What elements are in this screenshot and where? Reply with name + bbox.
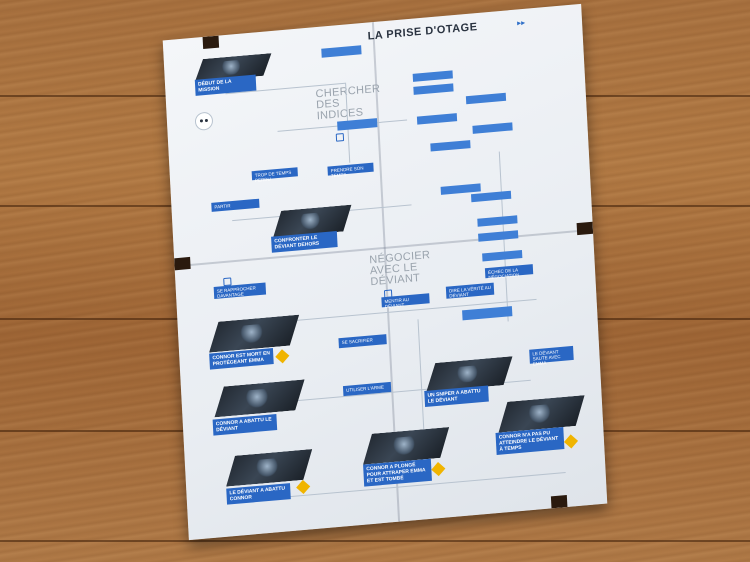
- flow-option-box: [416, 113, 458, 125]
- scene-label: CONNOR A PLONGÉ POUR ATTRAPER EMMA ET ES…: [363, 458, 432, 487]
- flow-option-box: [412, 70, 453, 82]
- flowchart-poster: LA PRISE D'OTAGE ▸▸ CHERCHER DES INDICES…: [162, 3, 608, 541]
- flow-option-box: [482, 249, 523, 262]
- scene-thumbnail: [213, 379, 306, 417]
- clue-icon: [383, 289, 393, 299]
- trophy-badge-icon: [431, 462, 446, 477]
- poster-notch: [550, 495, 568, 509]
- scene-label: LE DÉVIANT A ABATTU CONNOR: [226, 483, 291, 505]
- poster-notch: [174, 256, 191, 271]
- flow-option-box: [472, 122, 513, 134]
- chapter-icon: [194, 111, 214, 131]
- decision-box: UTILISER L'ARME: [342, 381, 392, 397]
- flow-option-box: [478, 230, 519, 242]
- flow-option-box: [477, 215, 518, 227]
- trophy-badge-icon: [275, 349, 290, 364]
- decision-box: TROP DE TEMPS PERDU: [251, 167, 298, 183]
- scene-thumbnail: [362, 427, 451, 465]
- flow-option-box: [413, 83, 454, 95]
- flow-option-box: [430, 140, 471, 152]
- trophy-badge-icon: [563, 434, 579, 449]
- decision-box: DIRE LA VÉRITÉ AU DÉVIANT: [445, 282, 495, 299]
- section-title-clues: CHERCHER DES INDICES: [315, 82, 381, 123]
- scene-thumbnail: [497, 395, 586, 433]
- trophy-badge-icon: [296, 479, 311, 495]
- floor-plank-seam: [0, 540, 750, 542]
- section-title-negotiate: NÉGOCIER AVEC LE DÉVIANT: [369, 248, 431, 289]
- scene-thumbnail: [208, 315, 301, 353]
- decision-box: LE DÉVIANT SAUTE AVEC EMMA: [529, 345, 574, 366]
- scene-label: CONNOR A ABATTU LE DÉVIANT: [212, 414, 278, 436]
- double-arrow-icon: ▸▸: [516, 17, 526, 28]
- decision-box: ÉCHEC DE LA NÉGOCIATION: [484, 264, 534, 280]
- flow-option-box: [321, 45, 362, 58]
- poster-notch: [202, 35, 220, 49]
- decision-box: SE RAPPROCHER DAVANTAGE: [213, 282, 267, 299]
- decision-box: PRENDRE SON TEMPS: [327, 162, 374, 178]
- scene-label: CONNOR N'A PAS PU ATTEINDRE LE DÉVIANT À…: [495, 427, 565, 455]
- flow-option-box: [470, 190, 512, 203]
- decision-box: SE SACRIFIER: [338, 334, 387, 349]
- flow-option-box: [465, 92, 507, 105]
- decision-box: PARTIR: [211, 198, 260, 212]
- clue-icon: [335, 133, 345, 142]
- poster-notch: [576, 221, 594, 236]
- clue-icon: [223, 277, 232, 287]
- flow-option-box: [462, 306, 513, 321]
- flow-connector: [417, 319, 425, 430]
- poster-title: LA PRISE D'OTAGE: [367, 21, 478, 43]
